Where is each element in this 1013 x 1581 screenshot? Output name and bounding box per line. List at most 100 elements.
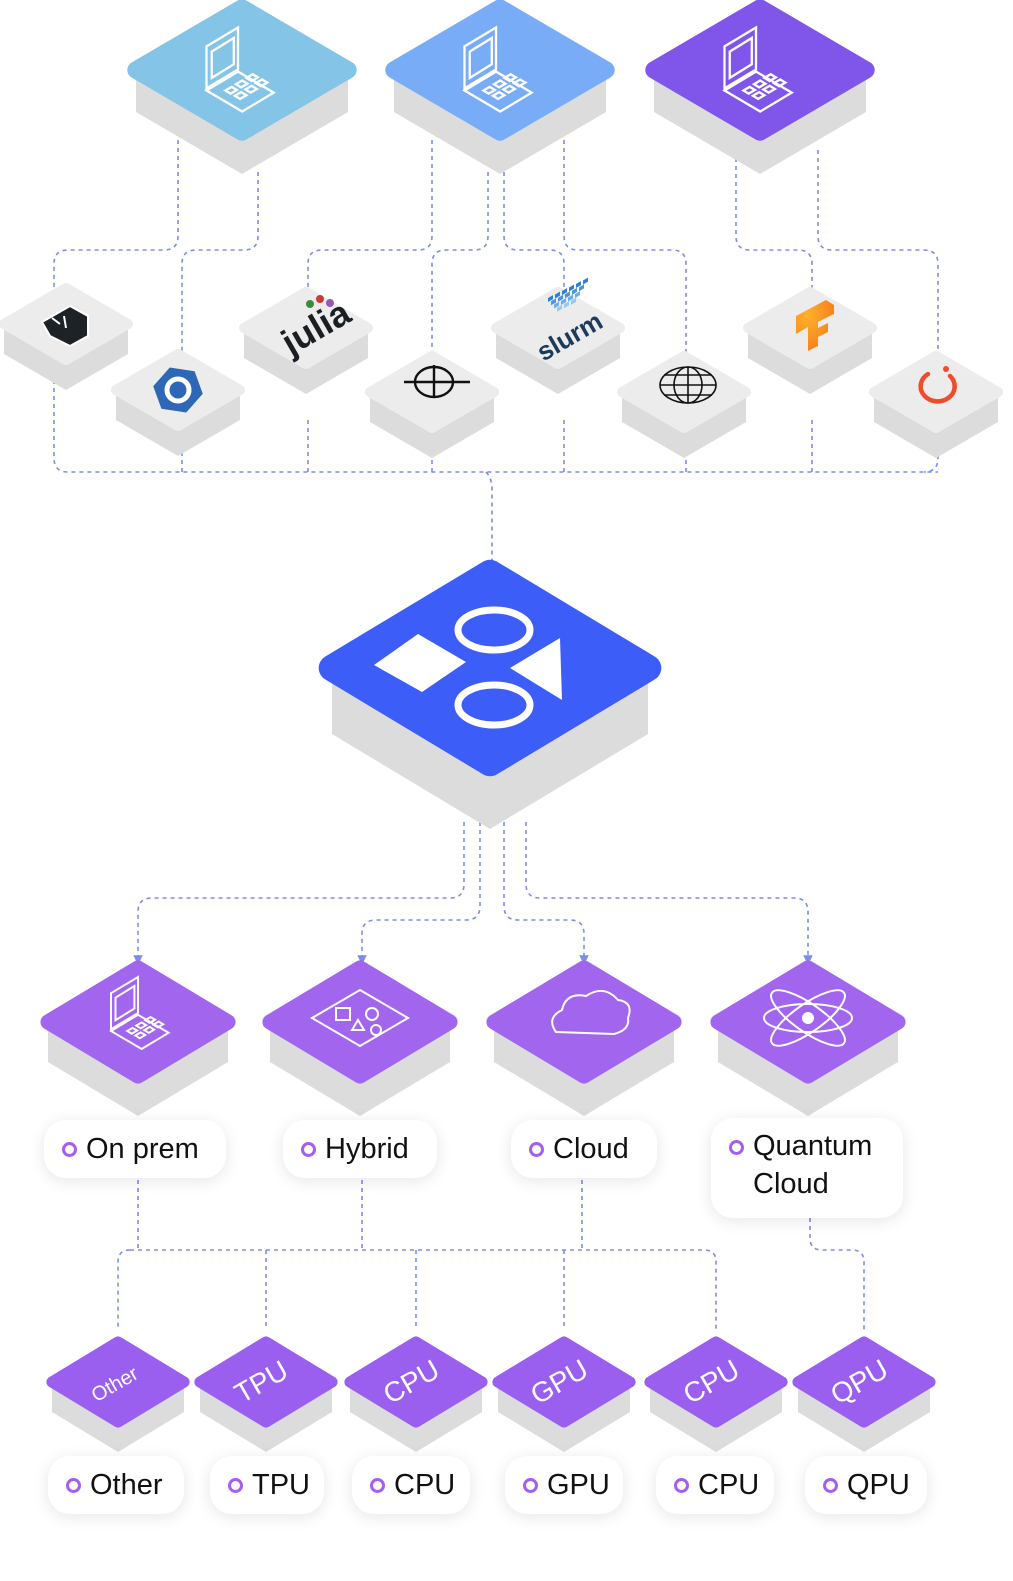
tool-platform (238, 286, 374, 394)
block-side (650, 1382, 782, 1452)
block-side (874, 392, 998, 458)
bullet-icon (370, 1477, 385, 1493)
hardware-platform (792, 1336, 936, 1452)
tool-platform (364, 350, 500, 458)
env-pill-hybrid: Hybrid (283, 1120, 437, 1178)
connector-line (307, 140, 433, 300)
slurm-pixel (569, 284, 574, 292)
block-side (622, 392, 746, 458)
cpp-icon (153, 367, 203, 413)
hw-label: TPU (252, 1469, 310, 1501)
slurm-pixel (558, 294, 563, 302)
bullet-icon (66, 1477, 81, 1493)
block-side (350, 1382, 482, 1452)
connector-line (525, 822, 813, 965)
connector-line (485, 471, 497, 571)
block-top (127, 0, 357, 141)
laptop-icon (204, 25, 276, 113)
block-top (194, 1336, 338, 1428)
slurm-pixel (579, 284, 584, 292)
block-side (136, 70, 348, 174)
block-side (270, 1022, 450, 1116)
block-top (238, 286, 374, 370)
connector-line (817, 150, 939, 360)
block-side (394, 70, 606, 174)
client-platform (645, 0, 875, 174)
env-label: Quantum Cloud (753, 1130, 873, 1200)
hw-pill-tpu: TPU (210, 1456, 324, 1514)
hardware-platform (194, 1336, 338, 1452)
slurm-pixel (561, 298, 566, 306)
block-top (40, 960, 236, 1084)
hw-pill-cpu: CPU (352, 1456, 470, 1514)
chip-board-icon (310, 988, 410, 1048)
block-top (792, 1336, 936, 1428)
connector-line (809, 1218, 865, 1330)
bullet-icon (228, 1477, 243, 1493)
laptop-icon (722, 25, 794, 113)
environment-platform (40, 960, 236, 1116)
slurm-pixel (564, 301, 569, 309)
slurm-pixel (572, 287, 577, 295)
hw-label: CPU (394, 1469, 456, 1501)
hw-pill-cpu: CPU (656, 1456, 774, 1514)
block-side (798, 1382, 930, 1452)
env-pill-on-prem: On prem (44, 1120, 226, 1178)
bullet-icon (523, 1477, 538, 1493)
connector-line (133, 822, 465, 965)
triangle-shape (510, 638, 562, 700)
connector-lines (53, 140, 939, 1330)
block-top (486, 960, 682, 1084)
block-top (868, 350, 1004, 434)
block-side (748, 328, 872, 394)
hw-label: CPU (698, 1469, 760, 1501)
tensorflow-icon (796, 300, 834, 351)
block-top (645, 0, 875, 141)
slurm-pixel (565, 291, 570, 299)
bullet-icon (823, 1477, 838, 1493)
block-side (48, 1022, 228, 1116)
connector-line (503, 822, 589, 965)
slurm-pixel (555, 291, 560, 299)
block-top (385, 0, 615, 141)
block-top (46, 1336, 190, 1428)
block-side (496, 328, 620, 394)
hw-label: QPU (847, 1469, 910, 1501)
env-label: Hybrid (325, 1133, 409, 1165)
bullet-icon (674, 1477, 689, 1493)
cloud-icon (551, 989, 631, 1036)
connector-line (117, 1249, 131, 1330)
platforms-layer (0, 0, 1004, 1452)
env-pill-cloud: Cloud (511, 1120, 657, 1178)
slurm-pixel (571, 297, 576, 305)
slurm-pixel (548, 295, 553, 302)
block-side (718, 1022, 898, 1116)
hardware-platform (344, 1336, 488, 1452)
hardware-platform (46, 1336, 190, 1452)
connector-line (130, 1249, 717, 1330)
slurm-pixel (557, 304, 562, 312)
block-side (370, 392, 494, 458)
globe-icon (659, 366, 717, 404)
block-side (116, 390, 240, 456)
block-top (492, 1336, 636, 1428)
client-platform (385, 0, 615, 174)
hw-label: GPU (547, 1469, 610, 1501)
laptop-icon (109, 975, 171, 1051)
bullet-icon (729, 1140, 744, 1155)
connector-line (923, 415, 939, 473)
laptop-icon (462, 25, 534, 113)
bullet-icon (62, 1141, 77, 1157)
block-side (654, 70, 866, 174)
connector-line (53, 380, 938, 473)
block-side (244, 328, 368, 394)
hw-pill-qpu: QPU (805, 1456, 927, 1514)
slurm-pixel (551, 298, 556, 306)
tool-platform (490, 286, 626, 394)
hw-label: Other (90, 1469, 163, 1501)
slurm-pixel (562, 288, 567, 295)
client-platform (127, 0, 357, 174)
pytorch-icon (918, 366, 957, 404)
hub-platform (318, 559, 662, 829)
